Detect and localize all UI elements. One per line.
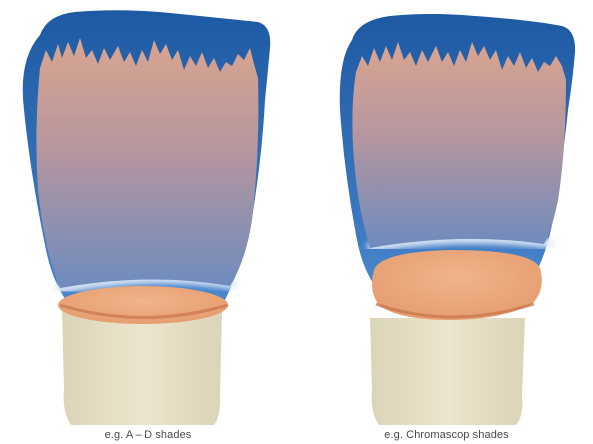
- dentin-layer: [36, 38, 258, 288]
- figure-caption: e.g. Chromascop shades: [300, 428, 593, 442]
- root: [370, 318, 525, 425]
- tooth-diagram-a-d: e.g. A – D shades: [0, 0, 296, 444]
- tooth-diagram-chromascop: e.g. Chromascop shades: [300, 0, 593, 444]
- figure-caption: e.g. A – D shades: [0, 428, 296, 442]
- tooth-illustration-chromascop: [300, 0, 593, 425]
- tooth-illustration-a-d: [0, 0, 296, 425]
- dentin-layer: [352, 42, 566, 248]
- root: [62, 310, 222, 425]
